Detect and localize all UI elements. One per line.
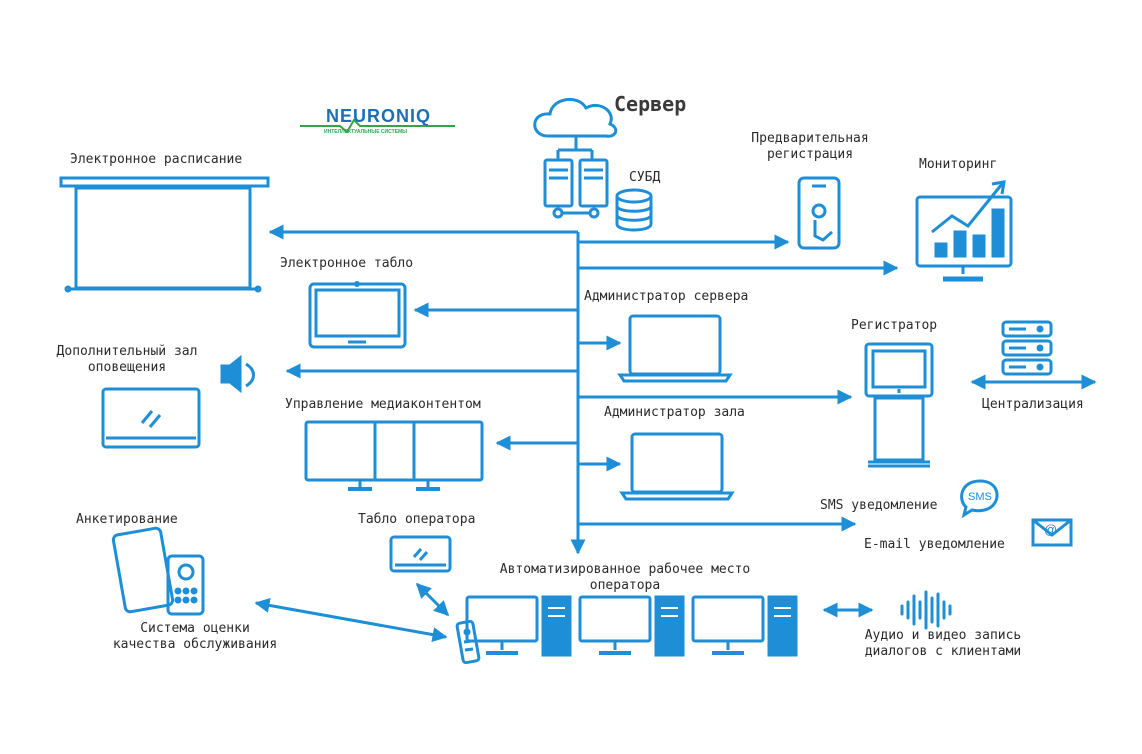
quality-line2: качества обслуживания (112, 637, 278, 652)
database-icon (615, 188, 653, 232)
dbms-label: СУБД (629, 170, 661, 185)
arrow-operator-board (415, 582, 450, 617)
server-admin-label: Администратор сервера (584, 289, 749, 304)
sms-bubble-icon (960, 479, 999, 519)
workstation-icon (578, 595, 685, 657)
schedule-label: Электронное расписание (70, 152, 243, 167)
extra-hall-line1: Дополнительный зал (56, 344, 198, 359)
laptop-icon (619, 432, 735, 501)
email-icon (1031, 518, 1073, 547)
projector-screen-icon (59, 176, 270, 293)
hall-admin-label: Администратор зала (604, 405, 745, 420)
server-label: Сервер (614, 92, 687, 116)
pre-registration-line2: регистрация (766, 147, 854, 162)
workplace-line2: оператора (589, 578, 661, 593)
workstation-icon (691, 595, 798, 657)
arrow-quality (254, 597, 448, 643)
media-control-label: Управление медиаконтентом (285, 397, 481, 412)
sms-label: SMS уведомление (820, 498, 938, 513)
smartphone-icon (797, 176, 841, 250)
recording-line2: диалогов с клиентами (864, 644, 1022, 659)
sms-icon-text: SMS (968, 491, 992, 503)
logo-wordmark: NEURONIQ (326, 106, 432, 126)
small-display-icon (101, 387, 201, 449)
operator-board-label: Табло оператора (358, 512, 476, 527)
company-logo: NEURONIQ ИНТЕЛЛЕКТУАЛЬНЫЕ СИСТЕМЫ (300, 106, 460, 140)
email-label: E-mail уведомление (864, 537, 1005, 552)
monitoring-label: Мониторинг (919, 157, 998, 172)
survey-phones-icon (111, 526, 205, 616)
extra-hall-label: Дополнительный зал оповещения (52, 344, 202, 376)
monitoring-chart-icon (915, 180, 1013, 282)
quality-label: Система оценки качества обслуживания (100, 621, 290, 653)
e-board-label: Электронное табло (280, 256, 414, 271)
pre-registration-line1: Предварительная (751, 131, 869, 146)
kiosk-icon (864, 342, 934, 468)
quality-line1: Система оценки (140, 621, 250, 636)
soundwave-icon (900, 590, 952, 630)
laptop-icon (617, 314, 733, 383)
small-display-icon (389, 535, 452, 573)
server-icon (543, 148, 609, 219)
server-rack-icon (1001, 320, 1053, 376)
tablet-icon (308, 281, 407, 349)
logo-subtitle: ИНТЕЛЛЕКТУАЛЬНЫЕ СИСТЕМЫ (324, 129, 408, 135)
email-icon-at: @ (1044, 522, 1058, 537)
survey-label: Анкетирование (76, 512, 178, 527)
connection-lines (254, 224, 1097, 643)
remote-icon (455, 619, 481, 665)
workstation-icon (465, 595, 572, 657)
centralization-label: Централизация (982, 397, 1084, 412)
logo-wave-icon (300, 118, 455, 134)
recording-line1: Аудио и видео запись (864, 628, 1022, 643)
recording-label: Аудио и видео запись диалогов с клиентам… (848, 628, 1038, 660)
registrar-label: Регистратор (851, 318, 938, 333)
workplace-label: Автоматизированное рабочее место операто… (470, 562, 780, 594)
speaker-icon (220, 354, 255, 394)
workplace-line1: Автоматизированное рабочее место (499, 562, 751, 577)
triple-monitor-icon (304, 420, 484, 491)
cloud-icon (533, 98, 618, 150)
extra-hall-line2: оповещения (87, 360, 167, 375)
pre-registration-label: Предварительная регистрация (740, 131, 880, 163)
